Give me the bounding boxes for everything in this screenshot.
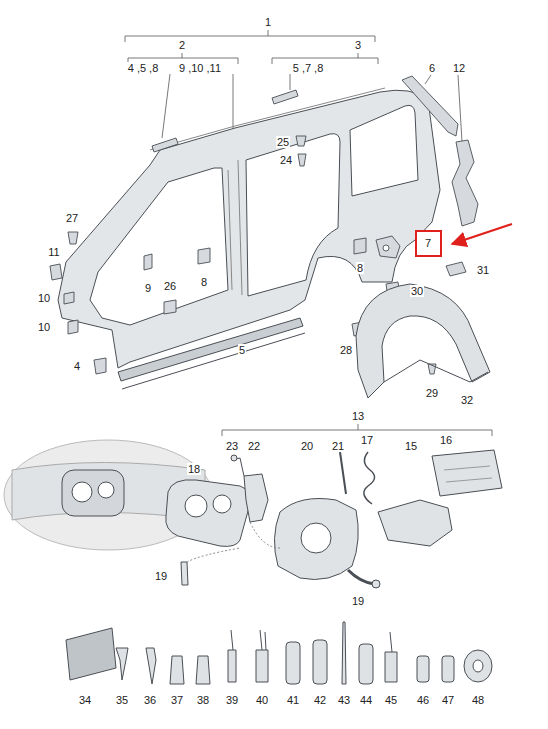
callout-number: 23	[225, 440, 239, 452]
callout-number: 31	[476, 264, 490, 276]
callout-number: 19	[351, 595, 365, 607]
callout-number: 2	[178, 39, 186, 51]
callout-number: 19	[154, 570, 168, 582]
callout-number: 16	[439, 434, 453, 446]
callout-number: 30	[410, 285, 424, 297]
callout-number: 26	[163, 280, 177, 292]
callout-number: 9	[144, 282, 152, 294]
callout-number: 1	[264, 16, 272, 28]
callout-number: 32	[460, 394, 474, 406]
callout-number: 21	[331, 440, 345, 452]
callout-number: 8	[356, 262, 364, 274]
callout-number: 39	[225, 694, 239, 706]
callout-number: 35	[115, 694, 129, 706]
callout-number: 4 ,5 ,8	[127, 62, 160, 74]
callout-number: 41	[286, 694, 300, 706]
callout-number: 25	[276, 136, 290, 148]
callout-number: 28	[339, 344, 353, 356]
callout-number: 43	[337, 694, 351, 706]
callout-number: 44	[359, 694, 373, 706]
callout-number: 8	[200, 276, 208, 288]
callout-number: 18	[187, 463, 201, 475]
callout-number: 20	[300, 440, 314, 452]
callout-number: 48	[471, 694, 485, 706]
callout-number: 9 ,10 ,11	[178, 62, 222, 74]
callout-number: 15	[404, 440, 418, 452]
callout-number: 5	[238, 344, 246, 356]
callout-number: 45	[384, 694, 398, 706]
callout-number: 13	[351, 410, 365, 422]
callout-number: 47	[441, 694, 455, 706]
callout-number: 36	[143, 694, 157, 706]
callout-number: 10	[37, 321, 51, 333]
callout-number: 3	[354, 39, 362, 51]
callout-number: 10	[37, 292, 51, 304]
callout-number: 27	[65, 212, 79, 224]
callout-number: 22	[247, 440, 261, 452]
callout-number: 38	[196, 694, 210, 706]
callout-number: 6	[428, 62, 436, 74]
callout-number: 46	[416, 694, 430, 706]
callout-number: 40	[255, 694, 269, 706]
highlight-box: 7	[415, 230, 442, 257]
callout-number: 37	[170, 694, 184, 706]
callout-number: 5 ,7 ,8	[292, 62, 325, 74]
callout-number: 24	[279, 154, 293, 166]
callout-number: 12	[452, 62, 466, 74]
callout-number: 7	[425, 237, 431, 249]
callout-number: 11	[47, 246, 60, 258]
callout-number: 42	[313, 694, 327, 706]
callout-number: 34	[78, 694, 92, 706]
callout-number: 29	[425, 387, 439, 399]
callout-number: 4	[73, 360, 81, 372]
callout-number: 17	[360, 434, 374, 446]
